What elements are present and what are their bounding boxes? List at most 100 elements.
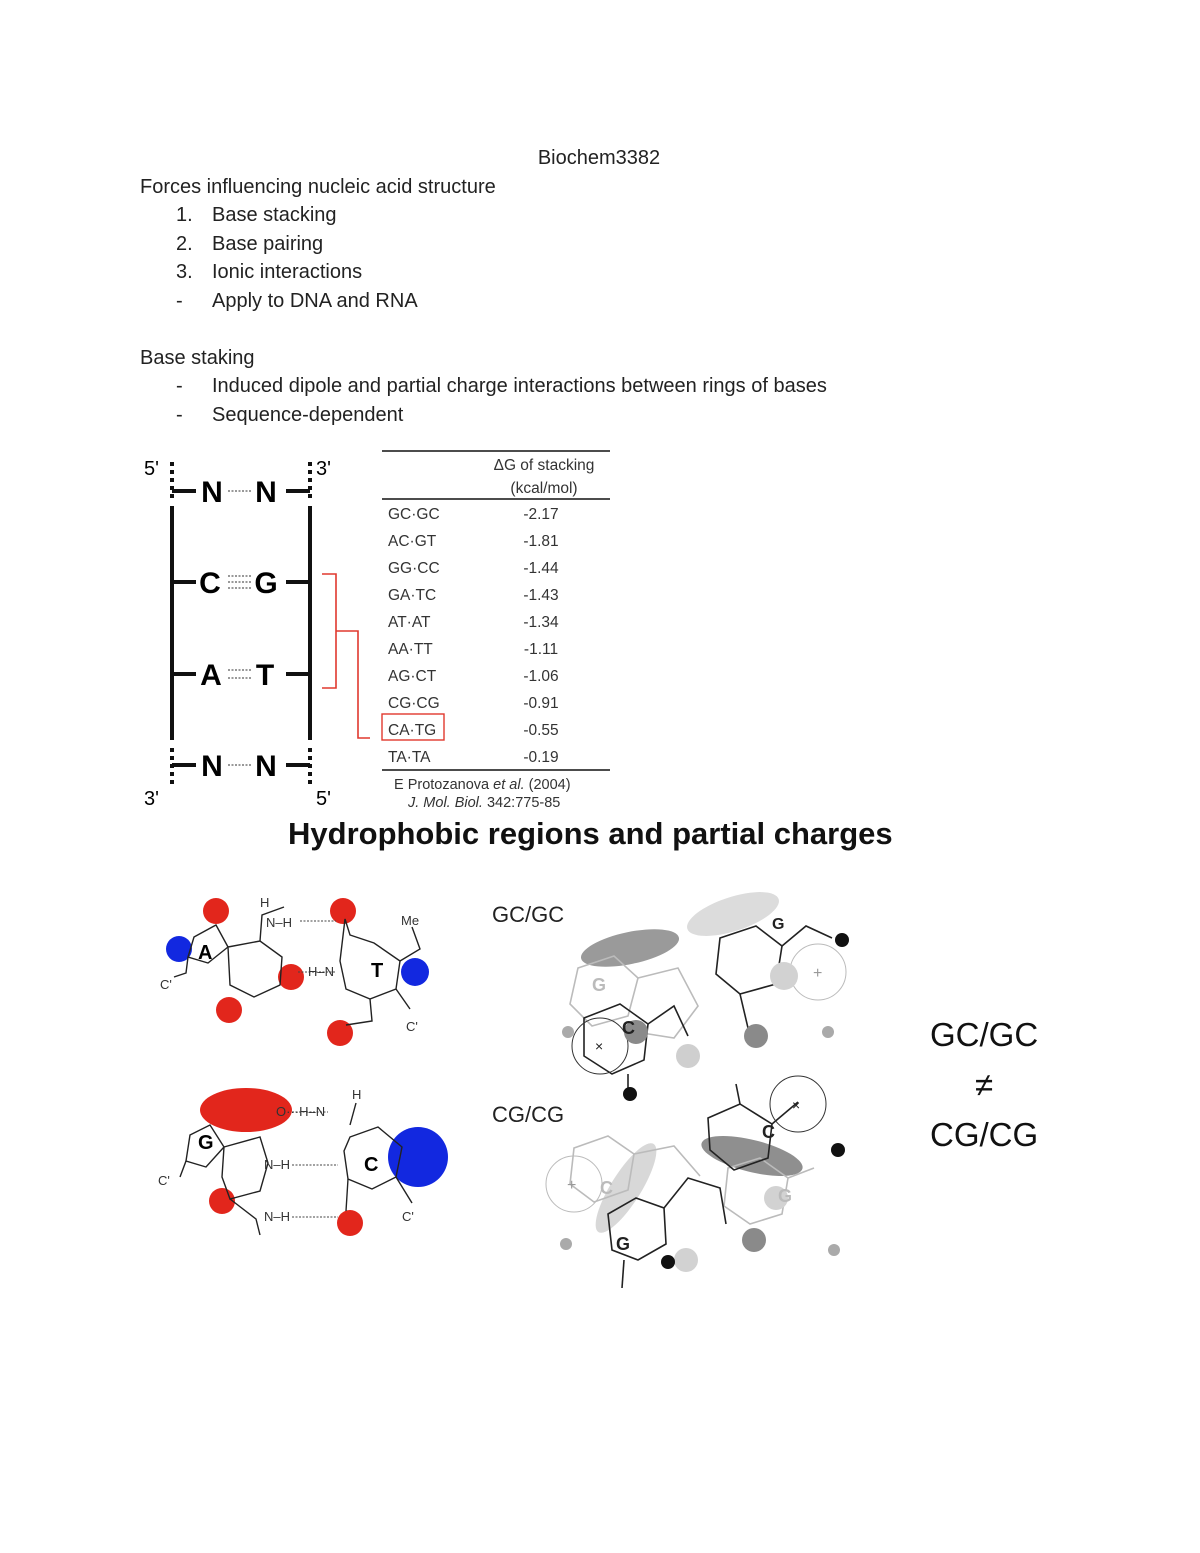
stacking-comparison: GC/GC ≠ CG/CG (930, 1010, 1038, 1160)
highlighted-row-box (381, 713, 445, 741)
end-label-5prime-top: 5' (144, 458, 159, 480)
charge-symbol: × (792, 1097, 800, 1113)
atom-label: O···H–N (276, 1104, 325, 1119)
list-item: 1. Base stacking (140, 201, 1040, 230)
charge-symbol: × (595, 1038, 603, 1054)
stack-base-letter: G (592, 975, 606, 995)
table-step-cell: CA·TG (388, 722, 436, 739)
atom-label: Me (401, 913, 419, 928)
list-text: Apply to DNA and RNA (212, 289, 418, 312)
cg-cg-stack: C G C G × + (545, 1075, 845, 1289)
list-marker: 1. (176, 204, 193, 227)
comparison-bottom: CG/CG (930, 1116, 1039, 1153)
step-bracket (322, 573, 370, 739)
citation-journal: J. Mol. Biol. (407, 795, 483, 811)
stack-base-letter: C (622, 1018, 635, 1038)
table-step-cell: AA·TT (388, 641, 433, 658)
base-letter-t: T (371, 960, 383, 982)
intro-heading: Forces influencing nucleic acid structur… (140, 175, 496, 198)
gc-gc-stack: G G C × + (562, 892, 849, 1101)
atom-label: C' (160, 977, 172, 992)
stacking-energy-table: ΔG of stacking (kcal/mol) GC·GC-2.17AC·G… (381, 450, 610, 811)
table-rows: GC·GC-2.17AC·GT-1.81GG·CC-1.44GA·TC-1.43… (388, 506, 559, 766)
stack-base-letter: G (616, 1234, 630, 1254)
atom-label: H–N (308, 964, 334, 979)
atom-label: N–H (264, 1157, 290, 1172)
list-marker: - (176, 289, 183, 312)
lecture-notes: Biochem3382 Forces influencing nucleic a… (140, 144, 1040, 429)
list-item: - Apply to DNA and RNA (140, 287, 1040, 316)
table-step-cell: AT·AT (388, 614, 431, 631)
list-marker: 2. (176, 232, 193, 255)
base-letter: T (256, 659, 274, 692)
list-marker: - (176, 375, 183, 398)
stack-label-cg-cg: CG/CG (492, 1102, 564, 1127)
atom-label: C' (158, 1173, 170, 1188)
stacking-overlap-diagram: GC/GC CG/CG (492, 892, 849, 1289)
list-text: Ionic interactions (212, 261, 363, 284)
list-item: - Sequence-dependent (140, 401, 1040, 430)
table-dg-cell: -1.43 (523, 587, 558, 604)
table-step-cell: GC·GC (388, 506, 440, 523)
list-item: 2. Base pairing (140, 230, 1040, 259)
atom-label: H (260, 895, 269, 910)
document-title: Biochem3382 (537, 147, 661, 169)
atom-label: C' (402, 1209, 414, 1224)
base-letter: N (255, 750, 277, 783)
table-step-cell: TA·TA (388, 749, 431, 766)
end-label-3prime-bottom: 3' (144, 788, 159, 810)
table-header-line1: ΔG of stacking (494, 457, 595, 474)
at-partial-charges (166, 898, 429, 1046)
base-letter-g: G (198, 1132, 214, 1154)
base-letter-a: A (198, 942, 212, 964)
base-letter: C (199, 567, 221, 600)
citation-pages: 342:775-85 (487, 795, 560, 811)
table-step-cell: GA·TC (388, 587, 436, 604)
stack-label-gc-gc: GC/GC (492, 902, 564, 927)
table-dg-cell: -1.06 (523, 668, 558, 685)
base-letter: N (255, 476, 277, 509)
atom-label: C' (406, 1019, 418, 1034)
end-label-3prime-top: 3' (316, 458, 331, 480)
citation-line1: E Protozanova et al. (2004) (394, 777, 571, 793)
list-marker: - (176, 403, 183, 426)
atom-label: N–H (266, 915, 292, 930)
base-letter: N (201, 476, 223, 509)
stack-base-letter: G (778, 1186, 792, 1206)
list-text: Base stacking (212, 204, 337, 227)
gc-partial-charges (200, 1088, 448, 1236)
stack-base-letter: C (600, 1178, 613, 1198)
comparison-symbol: ≠ (974, 1066, 994, 1103)
table-step-cell: AG·CT (388, 668, 437, 685)
stacking-heading: Base staking (140, 346, 255, 369)
citation-author: E Protozanova (394, 777, 490, 793)
duplex-schematic: 5' 3' 3' 5' N N C G A T N N (144, 458, 370, 810)
list-item: 3. Ionic interactions (140, 258, 1040, 287)
list-marker: 3. (176, 261, 193, 284)
table-dg-cell: -0.55 (523, 722, 558, 739)
base-letter: G (254, 567, 277, 600)
atom-label: N–H (264, 1209, 290, 1224)
end-label-5prime-bottom: 5' (316, 788, 331, 810)
base-letter: N (201, 750, 223, 783)
comparison-top: GC/GC (930, 1016, 1039, 1053)
citation-year: (2004) (529, 777, 571, 793)
citation-et-al: et al. (493, 777, 524, 793)
list-text: Sequence-dependent (212, 403, 404, 426)
table-dg-cell: -1.44 (523, 560, 559, 577)
list-item: - Induced dipole and partial charge inter… (140, 372, 1040, 401)
list-text: Induced dipole and partial charge intera… (212, 375, 827, 398)
table-step-cell: AC·GT (388, 533, 437, 550)
stack-base-letter: C (762, 1122, 775, 1142)
table-dg-cell: -1.11 (524, 641, 558, 658)
table-dg-cell: -1.81 (523, 533, 558, 550)
hydrophobic-section-title: Hydrophobic regions and partial charges (288, 816, 893, 851)
base-pair-charge-diagram: H N–H H–N Me C' C' A T H (158, 895, 448, 1236)
citation-line2: J. Mol. Biol. 342:775-85 (407, 795, 560, 811)
table-dg-cell: -0.19 (523, 749, 558, 766)
charge-symbol: + (813, 965, 822, 982)
charge-symbol: + (567, 1177, 576, 1194)
table-dg-cell: -1.34 (523, 614, 559, 631)
list-text: Base pairing (212, 232, 324, 255)
